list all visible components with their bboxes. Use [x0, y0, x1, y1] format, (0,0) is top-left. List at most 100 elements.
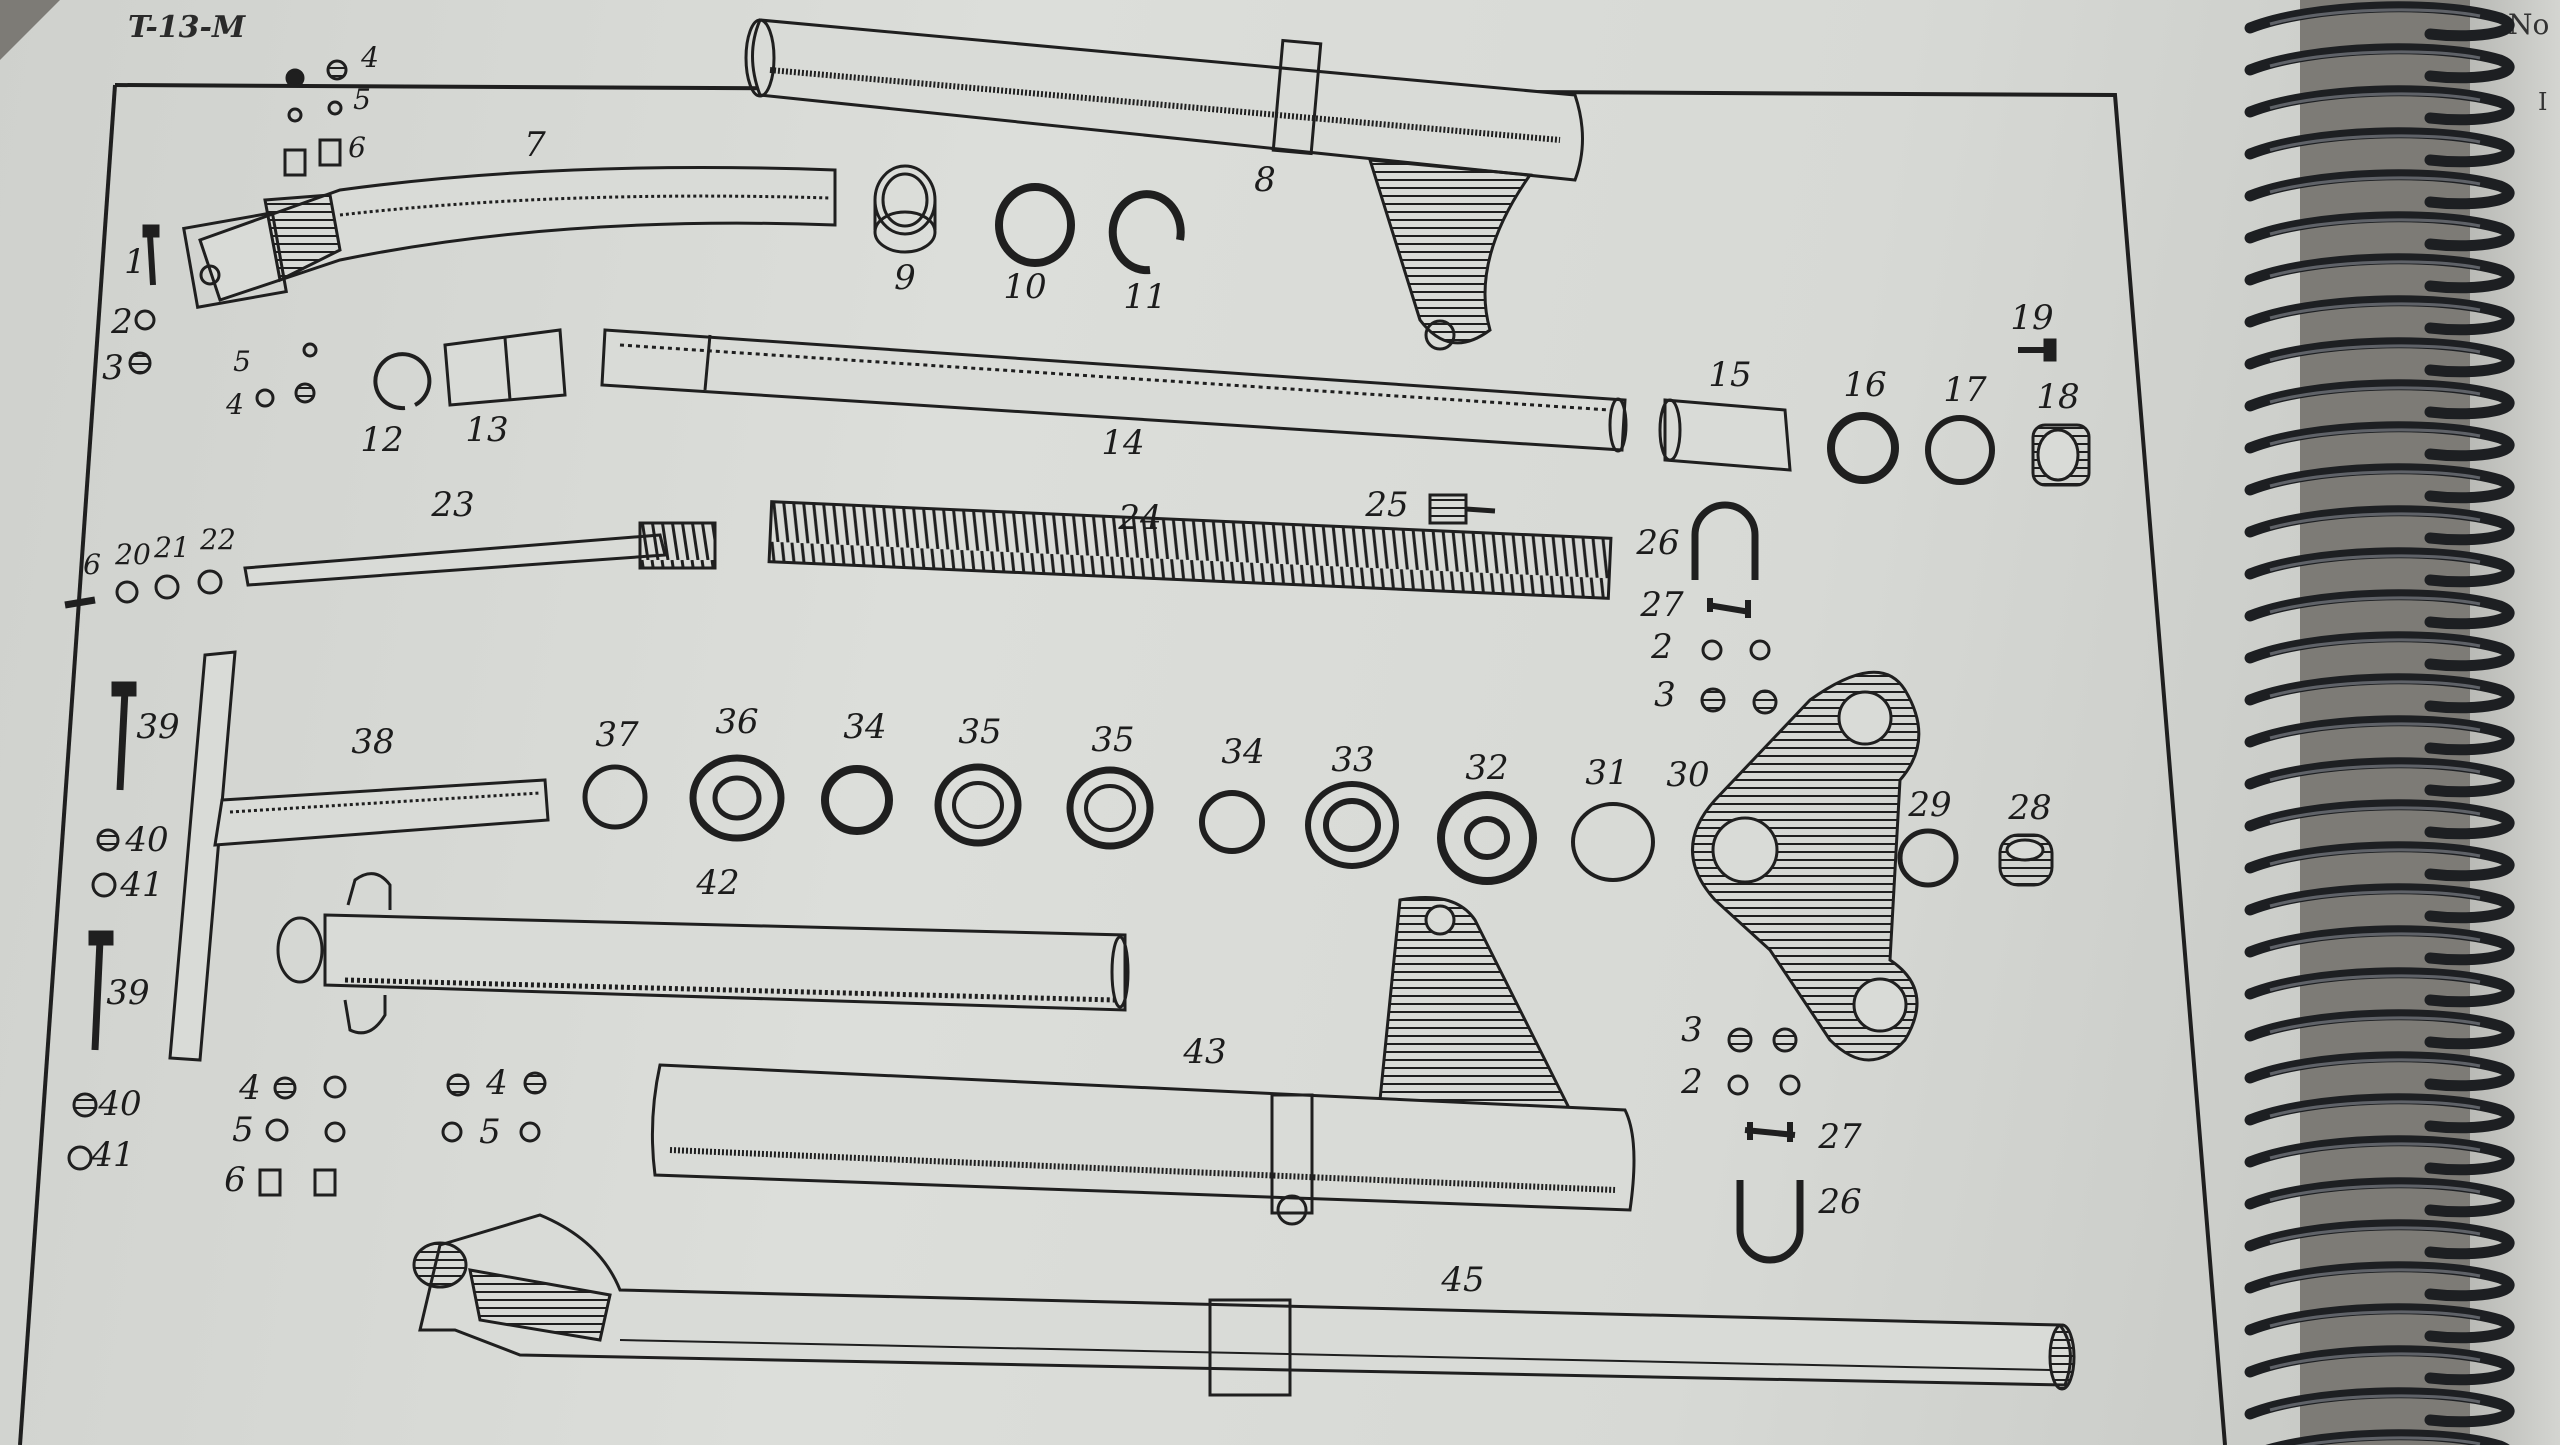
- callout-26-b: 26: [1818, 1182, 1862, 1222]
- callout-39: 39: [136, 707, 180, 747]
- callout-2-d: 2: [1681, 1062, 1703, 1102]
- part-17-ring: [1925, 415, 1995, 485]
- part-11-ring: [1108, 190, 1185, 275]
- callout-8: 8: [1254, 160, 1276, 200]
- callout-5-c: 5: [232, 1110, 254, 1150]
- callout-27: 27: [1640, 585, 1684, 625]
- part-25-screw: [1428, 493, 1496, 525]
- part-39-bolt-lower: [88, 930, 114, 1051]
- part-8-tube: [744, 18, 1584, 351]
- callout-30: 30: [1666, 755, 1710, 795]
- callout-31: 31: [1585, 753, 1629, 793]
- callout-6-c: 6: [224, 1160, 246, 1200]
- callout-13: 13: [465, 410, 509, 450]
- part-39-bolt: [111, 681, 137, 791]
- callout-11: 11: [1123, 277, 1167, 317]
- callout-4: 4: [361, 41, 379, 74]
- part-34-ring-b: [1199, 790, 1265, 854]
- part-2-washer: [134, 309, 156, 331]
- part-32-nut: [1437, 791, 1537, 885]
- callout-32: 32: [1465, 748, 1509, 788]
- document-code: T-13-M: [128, 10, 246, 45]
- callout-38: 38: [351, 722, 395, 762]
- callout-1: 1: [124, 242, 146, 282]
- part-24-spring: [767, 500, 1613, 600]
- callout-41-b: 41: [91, 1135, 135, 1175]
- part-10-washer: [995, 183, 1075, 267]
- callout-40-b: 40: [98, 1084, 142, 1124]
- callout-29: 29: [1908, 785, 1952, 825]
- part-35-bearing-b: [1066, 766, 1154, 850]
- callout-6: 6: [348, 131, 366, 164]
- part-31-washer: [1571, 802, 1655, 882]
- callout-33: 33: [1331, 740, 1375, 780]
- callout-34: 34: [843, 707, 887, 747]
- exploded-parts-diagram: [18, 18, 2227, 1445]
- callout-14: 14: [1101, 423, 1145, 463]
- part-19-screw: [2018, 338, 2057, 362]
- part-43-tube: [650, 896, 1636, 1226]
- part-6-pin: [64, 596, 96, 609]
- callout-9: 9: [894, 258, 916, 298]
- part-16-ring: [1827, 412, 1899, 484]
- callout-12: 12: [360, 420, 404, 460]
- callout-5: 5: [353, 83, 371, 116]
- part-7-arm: [182, 166, 837, 309]
- callout-34-b: 34: [1221, 732, 1265, 772]
- callout-25: 25: [1365, 485, 1409, 525]
- callout-5-b: 5: [233, 345, 251, 378]
- callout-45: 45: [1441, 1260, 1485, 1300]
- part-1-bolt: [142, 224, 160, 286]
- callout-24: 24: [1118, 498, 1162, 538]
- part-33-cup: [1305, 781, 1399, 869]
- part-42-tube: [276, 872, 1130, 1035]
- part-37-ring: [582, 764, 648, 830]
- part-34-ring: [821, 765, 893, 835]
- callout-27-b: 27: [1818, 1117, 1862, 1157]
- part-45-leg: [412, 1213, 2076, 1397]
- callout-28: 28: [2008, 788, 2052, 828]
- callout-21: 21: [154, 531, 190, 564]
- callout-2: 2: [111, 302, 133, 342]
- callout-4-b: 4: [226, 388, 244, 421]
- spiral-binding: [2230, 0, 2550, 1445]
- callout-37: 37: [595, 715, 639, 755]
- callout-5-d: 5: [479, 1112, 501, 1152]
- part-28-nut: [1998, 833, 2054, 887]
- part-3-nut: [128, 351, 152, 375]
- callout-6-b: 6: [83, 548, 101, 581]
- part-35-bearing: [934, 763, 1022, 847]
- callout-40: 40: [125, 820, 169, 860]
- callout-23: 23: [431, 485, 475, 525]
- callout-42: 42: [696, 863, 740, 903]
- callout-15: 15: [1708, 355, 1752, 395]
- callout-35-b: 35: [1091, 720, 1135, 760]
- callout-3-c: 3: [1654, 675, 1676, 715]
- part-29-ring: [1897, 828, 1959, 888]
- callout-26: 26: [1636, 523, 1680, 563]
- callout-4-d: 4: [486, 1063, 508, 1103]
- part-15-bushing: [1658, 398, 1792, 472]
- callout-10: 10: [1003, 267, 1047, 307]
- callout-41: 41: [120, 865, 164, 905]
- part-13-sleeve: [443, 328, 567, 407]
- callout-18: 18: [2036, 377, 2080, 417]
- callout-22: 22: [200, 523, 236, 556]
- callout-36: 36: [715, 702, 759, 742]
- part-36-seal: [689, 754, 785, 842]
- callout-20: 20: [115, 538, 151, 571]
- part-30-crown: [1691, 670, 1921, 1062]
- part-14-tube: [600, 328, 1628, 453]
- part-23-rod: [243, 521, 717, 587]
- part-9-bushing: [873, 164, 937, 254]
- part-18-cap: [2031, 423, 2091, 487]
- callout-4-c: 4: [239, 1068, 261, 1108]
- callout-2-c: 2: [1651, 627, 1673, 667]
- callout-19: 19: [2010, 298, 2054, 338]
- part-26-ubolt-b: [1736, 1180, 1804, 1264]
- callout-7: 7: [524, 125, 546, 165]
- callout-16: 16: [1843, 365, 1887, 405]
- part-38-tee: [168, 650, 550, 1062]
- callout-43: 43: [1183, 1032, 1227, 1072]
- part-27-plate: [1707, 598, 1751, 618]
